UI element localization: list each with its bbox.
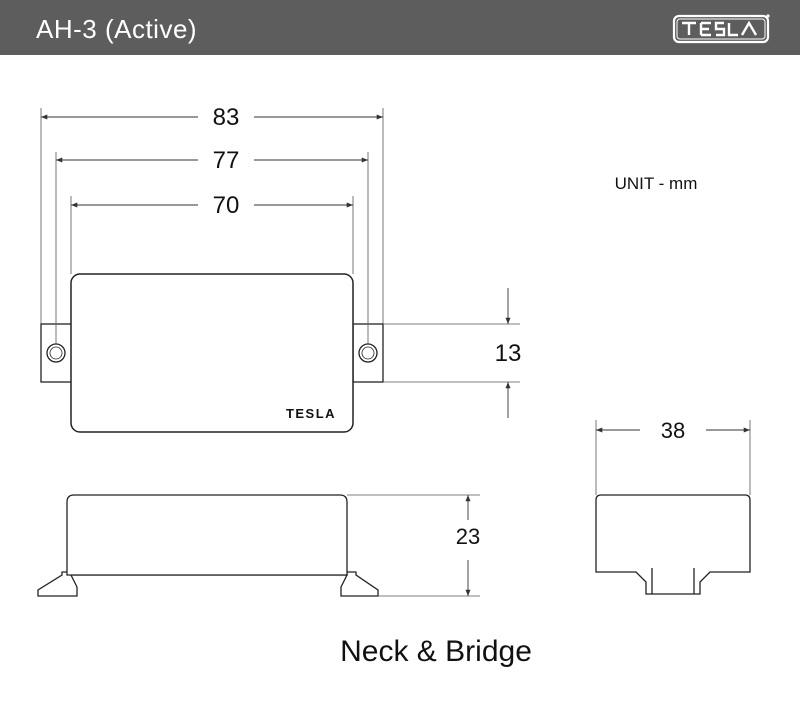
- dim-23-label: 23: [456, 524, 480, 549]
- dim-70-label: 70: [213, 192, 240, 219]
- header-title: AH-3 (Active): [36, 14, 198, 44]
- cover-logo: TESLA: [286, 406, 336, 421]
- header-bar: AH-3 (Active): [0, 0, 800, 55]
- end-view: [595, 494, 751, 595]
- side-view: [37, 494, 379, 597]
- left-mounting-tab: [40, 323, 73, 383]
- tesla-logo: [672, 14, 770, 44]
- top-view: [40, 273, 384, 433]
- caption: Neck & Bridge: [340, 635, 532, 668]
- pickup-drawing: TESLA 83 77 70 13 UNIT - mm: [37, 104, 751, 668]
- pickup-cover: [70, 273, 354, 433]
- dim-38-label: 38: [661, 418, 685, 443]
- dim-83-label: 83: [213, 104, 240, 131]
- dim-13-label: 13: [495, 340, 522, 367]
- dim-77-label: 77: [213, 147, 240, 174]
- unit-label: UNIT - mm: [615, 174, 698, 193]
